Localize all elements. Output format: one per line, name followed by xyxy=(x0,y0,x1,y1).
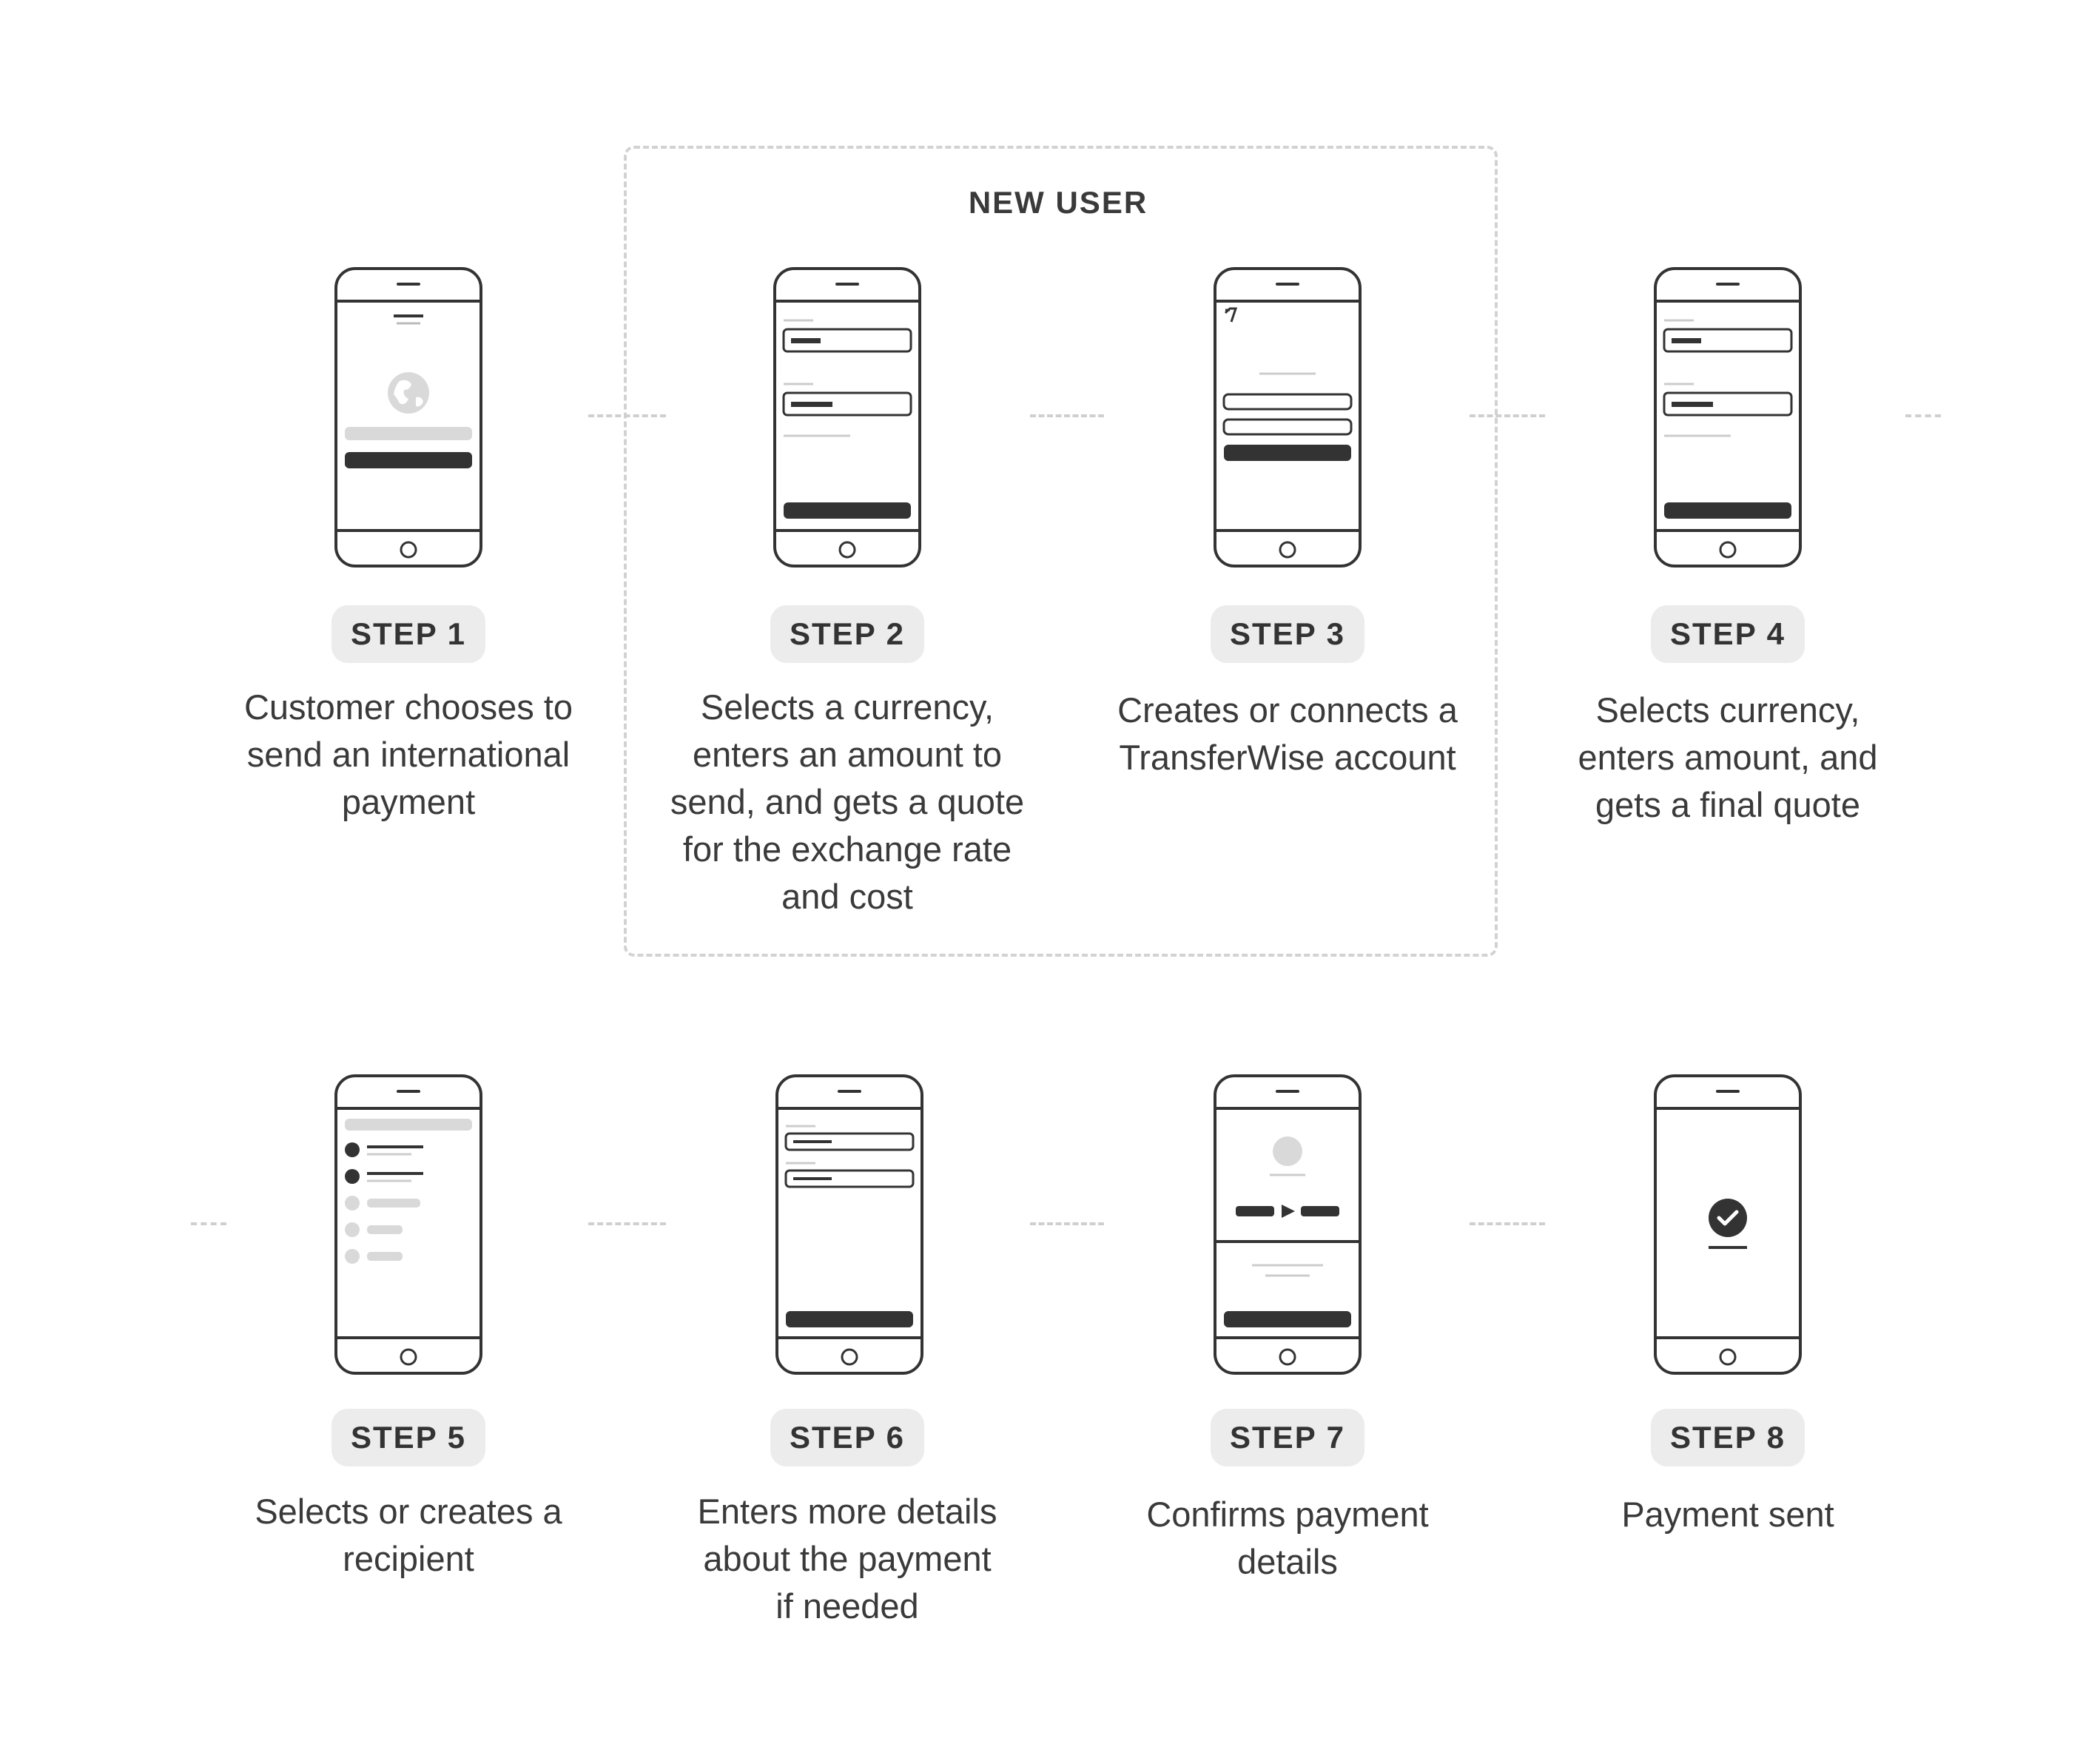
phone-step-3 xyxy=(1214,267,1362,568)
connector-4-next xyxy=(1905,414,1941,417)
phone-step-5 xyxy=(334,1074,482,1375)
step-4-description: Selects currency, enters amount, and get… xyxy=(1578,690,1878,824)
connector-5-6 xyxy=(588,1222,666,1225)
connector-2-3 xyxy=(1030,414,1104,417)
details-form-icon xyxy=(784,1125,915,1188)
phone-step-4 xyxy=(1654,267,1802,568)
step-1-badge: STEP 1 xyxy=(332,605,485,663)
step-8-description: Payment sent xyxy=(1621,1495,1834,1534)
phone-step-8 xyxy=(1654,1074,1802,1375)
step-6-badge: STEP 6 xyxy=(770,1409,924,1466)
step-5-badge: STEP 5 xyxy=(332,1409,485,1466)
amount-form-icon xyxy=(1663,319,1793,437)
step-7-description: Confirms payment details xyxy=(1146,1495,1429,1581)
step-3-badge: STEP 3 xyxy=(1211,605,1364,663)
step-3-description: Creates or connects a TransferWise accou… xyxy=(1117,690,1458,777)
check-circle-icon xyxy=(1709,1199,1747,1249)
step-7-badge: STEP 7 xyxy=(1211,1409,1364,1466)
transfer-arrow-icon xyxy=(1236,1205,1339,1218)
step-2-badge: STEP 2 xyxy=(770,605,924,663)
step-1-description: Customer chooses to send an internationa… xyxy=(243,687,573,821)
phone-step-2 xyxy=(773,267,921,568)
globe-icon xyxy=(388,372,429,414)
recipient-list-icon xyxy=(345,1142,423,1264)
new-user-label: NEW USER xyxy=(968,185,1148,220)
transferwise-logo-icon xyxy=(1224,307,1238,323)
step-5-description: Selects or creates a recipient xyxy=(255,1492,562,1578)
step-8-badge: STEP 8 xyxy=(1651,1409,1805,1466)
connector-prev-5 xyxy=(191,1222,226,1225)
new-user-group-border xyxy=(624,146,1498,957)
connector-7-8 xyxy=(1470,1222,1545,1225)
phone-step-6 xyxy=(775,1074,923,1375)
phone-step-7 xyxy=(1214,1074,1362,1375)
connector-3-4 xyxy=(1470,414,1545,417)
connector-6-7 xyxy=(1030,1222,1104,1225)
amount-form-icon xyxy=(782,319,912,437)
step-6-description: Enters more details about the payment if… xyxy=(697,1492,997,1626)
phone-step-1 xyxy=(334,267,482,568)
connector-1-2 xyxy=(588,414,666,417)
step-2-description: Selects a currency, enters an amount to … xyxy=(670,687,1025,916)
step-4-badge: STEP 4 xyxy=(1651,605,1805,663)
